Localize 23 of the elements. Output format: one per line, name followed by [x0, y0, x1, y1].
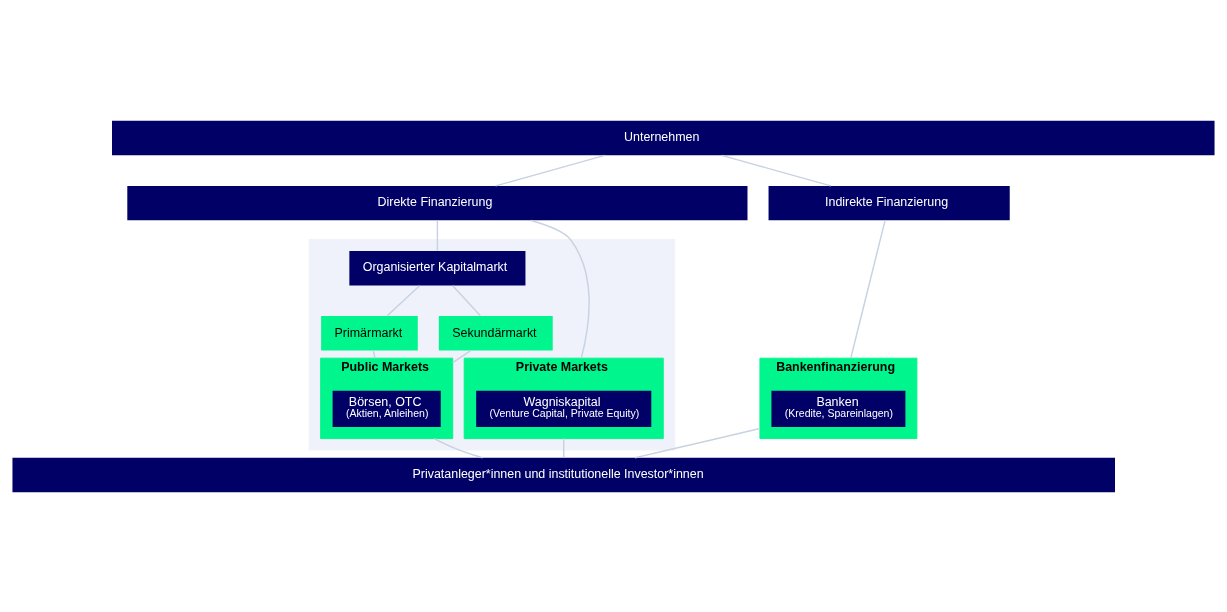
connector	[634, 427, 761, 458]
node-box: Indirekte Finanzierung	[768, 185, 1010, 220]
node-box: Organisierter Kapitalmarkt	[349, 250, 526, 285]
connector	[452, 284, 482, 316]
connector	[563, 437, 565, 458]
node-box: Sekundärmarkt	[438, 315, 553, 351]
connector	[452, 349, 472, 363]
node-box: Banken (Kredite, Spareinlagen)	[771, 390, 906, 427]
cluster	[308, 238, 676, 451]
connector	[850, 219, 886, 359]
connector	[386, 284, 421, 316]
node-box: Wagniskapital (Venture Capital, Private Equity)	[476, 390, 652, 427]
node-box: Unternehmen	[112, 120, 1215, 155]
connector	[721, 154, 832, 187]
connector	[433, 437, 484, 458]
connector	[436, 219, 439, 251]
node-box: Börsen, OTC (Aktien, Anleihen)	[332, 390, 441, 427]
node-box: Privatanleger*innen und institutionelle Investor*innen	[12, 457, 1115, 492]
node-box: Primärmarkt	[321, 315, 418, 351]
connector	[530, 219, 590, 359]
connector	[494, 154, 606, 187]
node-box: Direkte Finanzierung	[127, 185, 748, 220]
connector	[372, 349, 376, 359]
